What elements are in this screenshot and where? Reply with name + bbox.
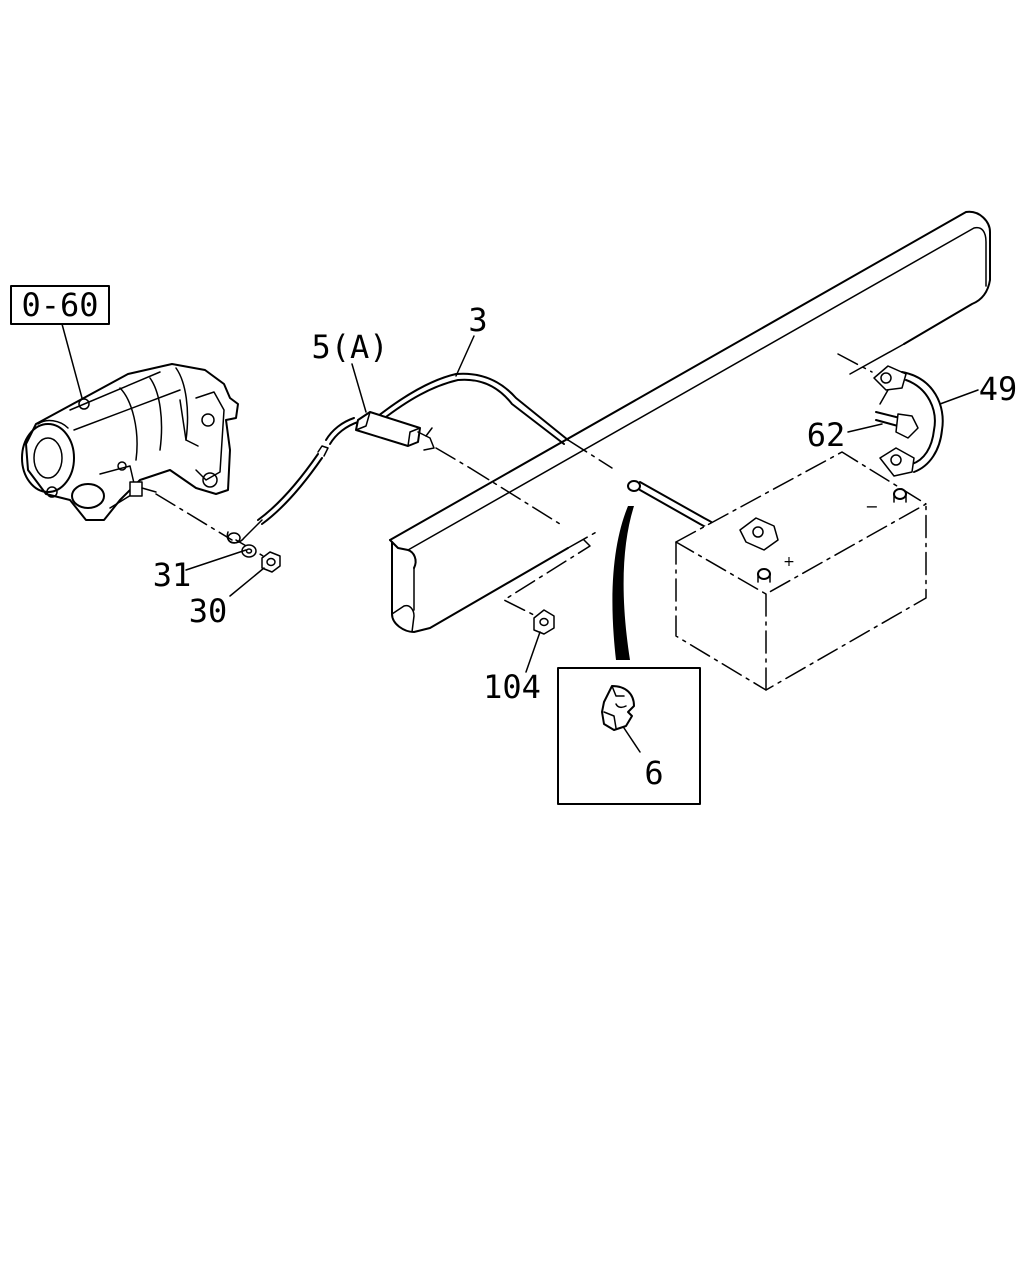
callout-bolt: 62 xyxy=(807,416,846,454)
reference-box: 0-60 xyxy=(10,285,110,399)
negative-symbol: − xyxy=(865,497,878,516)
cable-bracket xyxy=(355,411,435,451)
callout-washer: 31 xyxy=(153,556,192,594)
frame-nut xyxy=(533,609,555,635)
battery-cable xyxy=(226,372,761,559)
callout-nut-frame: 104 xyxy=(483,668,541,706)
nut-part-small xyxy=(261,551,281,573)
clip-part xyxy=(601,685,635,731)
starter-motor xyxy=(21,363,239,521)
positive-symbol: + xyxy=(783,554,795,570)
ground-cable xyxy=(837,353,944,477)
battery: + − xyxy=(675,451,927,691)
bolt-part xyxy=(875,411,919,439)
callout-clip: 6 xyxy=(644,754,663,792)
callout-bracket: 5(A) xyxy=(311,328,388,366)
reference-label: 0-60 xyxy=(21,286,98,324)
callout-cable: 3 xyxy=(468,301,487,339)
detail-pointer xyxy=(612,506,634,660)
callout-ground-cable: 49 xyxy=(979,370,1018,408)
callout-nut-small: 30 xyxy=(189,592,228,630)
frame-rail xyxy=(389,210,991,633)
detail-box xyxy=(557,667,701,805)
